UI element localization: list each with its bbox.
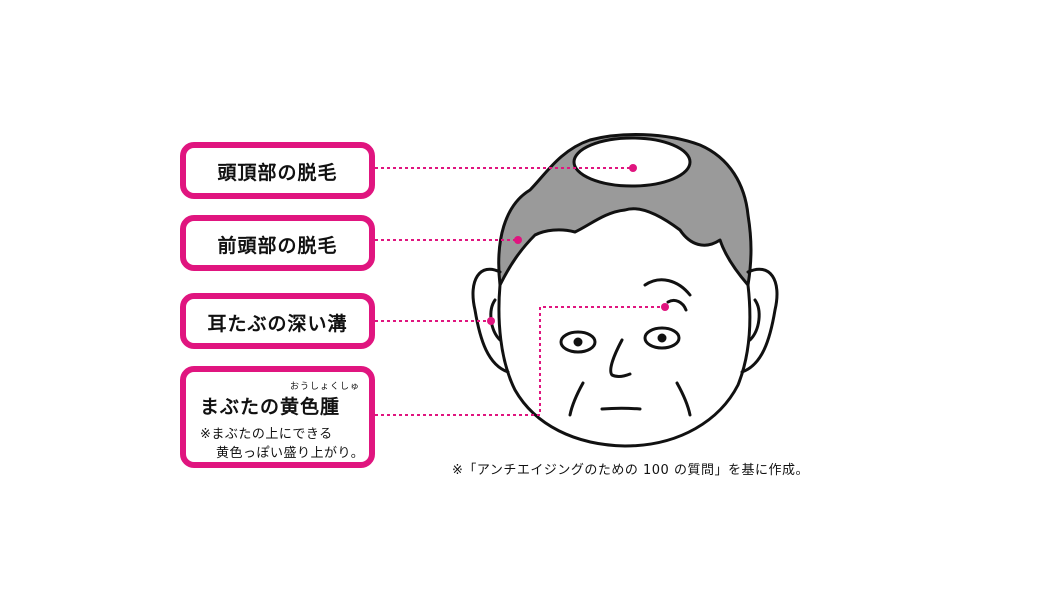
dot-eyelid — [661, 303, 669, 311]
label-text: まぶたの黄色腫 — [200, 396, 341, 418]
bald-spot — [572, 136, 692, 188]
label-text: 頭頂部の脱毛 — [217, 162, 338, 184]
note-line-1: ※まぶたの上にできる — [200, 427, 333, 442]
mouth — [600, 406, 642, 411]
label-text: 耳たぶの深い溝 — [207, 313, 348, 335]
eyebrow — [643, 278, 692, 297]
label-box-xanthoma: おうしょくしゅ まぶたの黄色腫 ※まぶたの上にできる 黄色っぽい盛り上がり。 — [180, 366, 375, 468]
source-note: ※「アンチエイジングのための 100 の質問」を基に作成。 — [452, 463, 809, 478]
left-eye — [559, 330, 597, 354]
label-box-forehead: 前頭部の脱毛 — [180, 215, 375, 271]
note-line-2: 黄色っぽい盛り上がり。 — [216, 446, 365, 461]
dot-crown — [629, 164, 637, 172]
right-eye — [643, 326, 681, 350]
face-outline — [497, 283, 752, 448]
nose — [609, 338, 632, 379]
right-ear — [740, 267, 779, 374]
label-box-earlobe: 耳たぶの深い溝 — [180, 293, 375, 349]
ruby-text: おうしょくしゅ — [290, 382, 361, 392]
left-ear — [471, 267, 510, 374]
label-text: 前頭部の脱毛 — [217, 235, 338, 257]
dot-forehead — [514, 236, 522, 244]
label-box-crown: 頭頂部の脱毛 — [180, 142, 375, 199]
dot-earlobe — [487, 317, 495, 325]
